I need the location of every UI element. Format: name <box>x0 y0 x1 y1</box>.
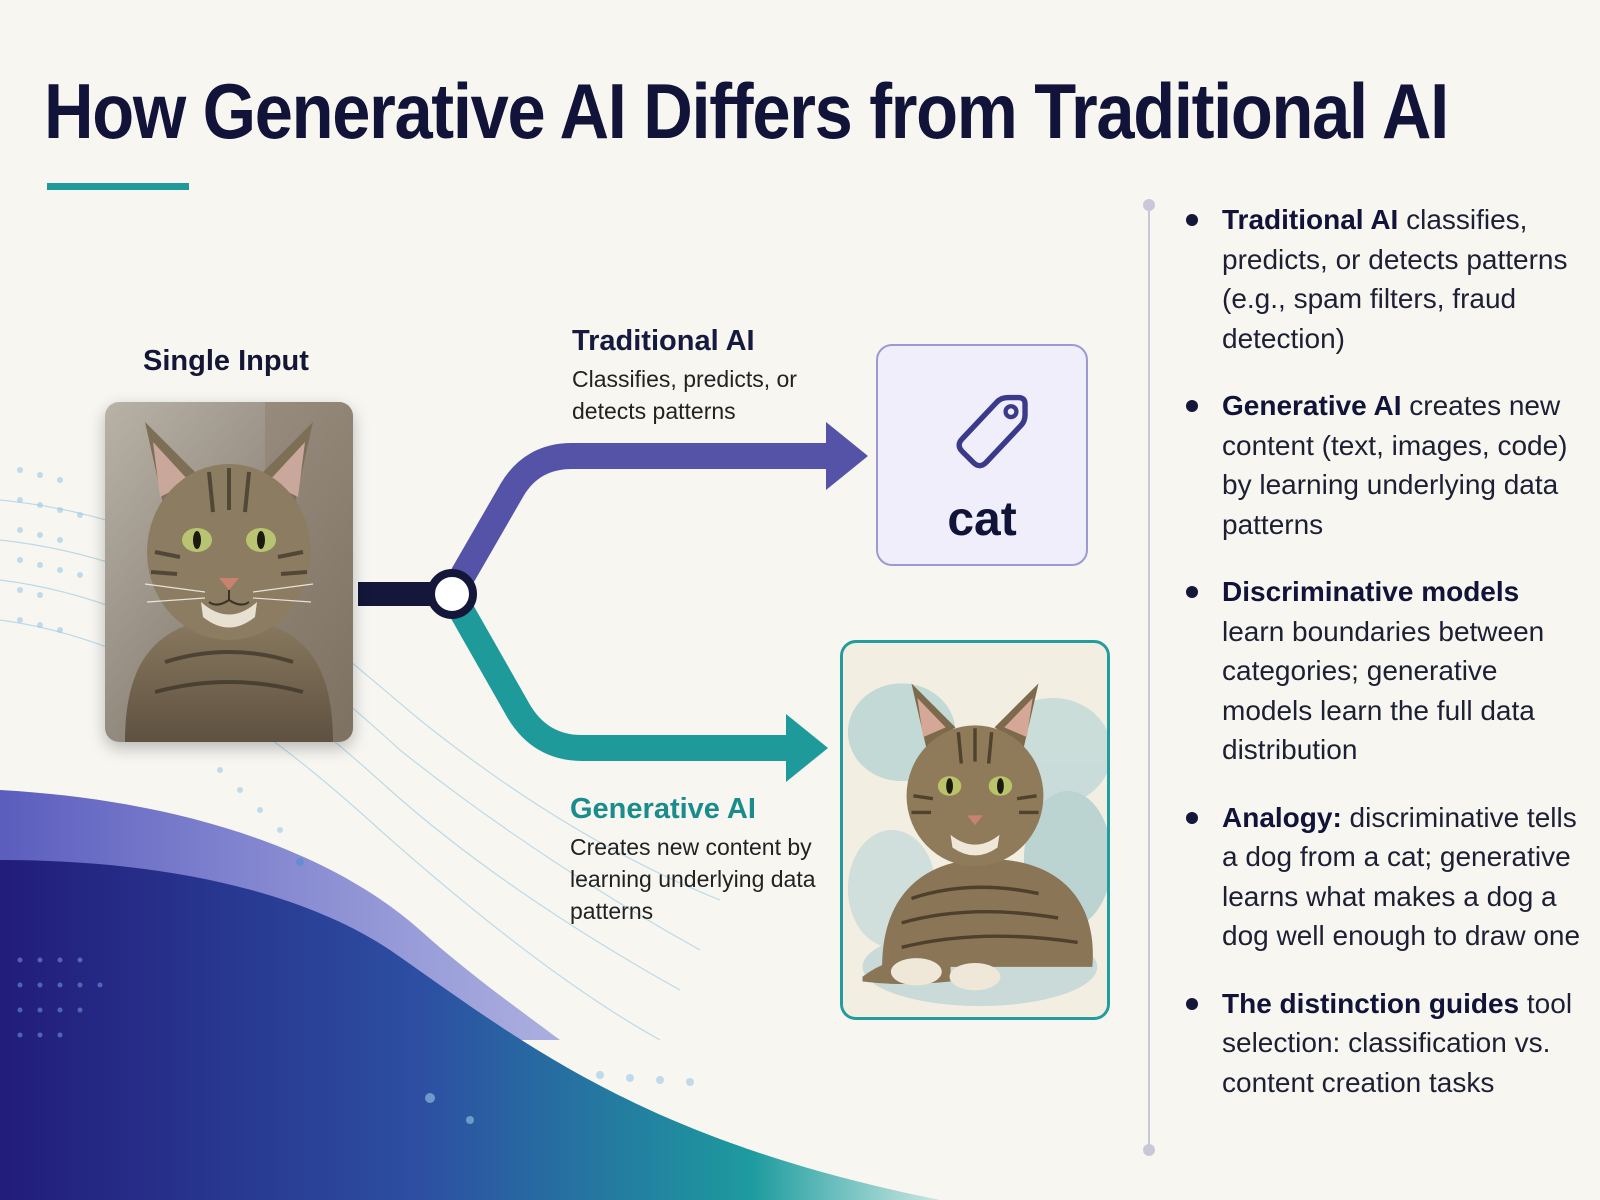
generated-cat-painting <box>840 640 1110 1020</box>
input-cat-photo <box>105 402 353 742</box>
bullet-text: classifies, predicts, or detects pattern… <box>1222 204 1568 354</box>
list-item: Generative AI creates new content (text,… <box>1186 386 1586 544</box>
generative-branch-arrow <box>440 587 790 761</box>
bullet-text: learn boundaries between categories; gen… <box>1222 615 1545 766</box>
key-points-list: Traditional AI classifies, predicts, or … <box>1186 200 1586 1102</box>
wave-main <box>0 860 940 1200</box>
bullet-bold-lead: The distinction guides <box>1222 987 1520 1019</box>
divider-top-dot <box>1143 199 1155 211</box>
bullet-bold-lead: Traditional AI <box>1222 204 1399 235</box>
list-item: Discriminative models learn boundaries b… <box>1186 572 1586 770</box>
page-title: How Generative AI Differs from Tradition… <box>44 67 1449 155</box>
bullet-bold-lead: Generative AI <box>1222 390 1402 421</box>
traditional-ai-description: Classifies, predicts, or detects pattern… <box>572 366 797 424</box>
tag-icon <box>956 394 1028 469</box>
input-connector-line <box>358 582 440 606</box>
cat-photo-icon <box>105 402 353 742</box>
traditional-ai-label: Traditional AI <box>572 325 755 357</box>
generative-ai-label: Generative AI <box>570 793 756 825</box>
bullet-bold-lead: Discriminative models <box>1222 576 1520 607</box>
list-item: Analogy: discriminative tells a dog from… <box>1186 798 1586 956</box>
input-label: Single Input <box>143 345 309 377</box>
painting-icon <box>843 644 1107 1016</box>
list-item: Traditional AI classifies, predicts, or … <box>1186 200 1586 358</box>
list-item: The distinction guides tool selection: c… <box>1186 984 1586 1103</box>
classification-output-label: cat <box>947 493 1017 546</box>
classification-output-card: cat <box>876 344 1088 566</box>
divider-bottom-dot <box>1143 1144 1155 1156</box>
bullet-bold-lead: Analogy: <box>1222 801 1342 833</box>
generative-ai-description: Creates new content by learning underlyi… <box>570 834 816 924</box>
branch-node <box>427 569 477 619</box>
column-divider <box>1148 205 1150 1150</box>
bullet-text: tool selection: classification vs. conte… <box>1222 987 1573 1098</box>
bullet-text: creates new content (text, images, code)… <box>1222 390 1568 540</box>
bullet-text: discriminative tells a dog from a cat; g… <box>1222 801 1581 952</box>
traditional-arrowhead <box>826 422 868 490</box>
traditional-branch-arrow <box>440 443 830 601</box>
generative-arrowhead <box>786 714 828 782</box>
title-underline <box>47 183 189 190</box>
